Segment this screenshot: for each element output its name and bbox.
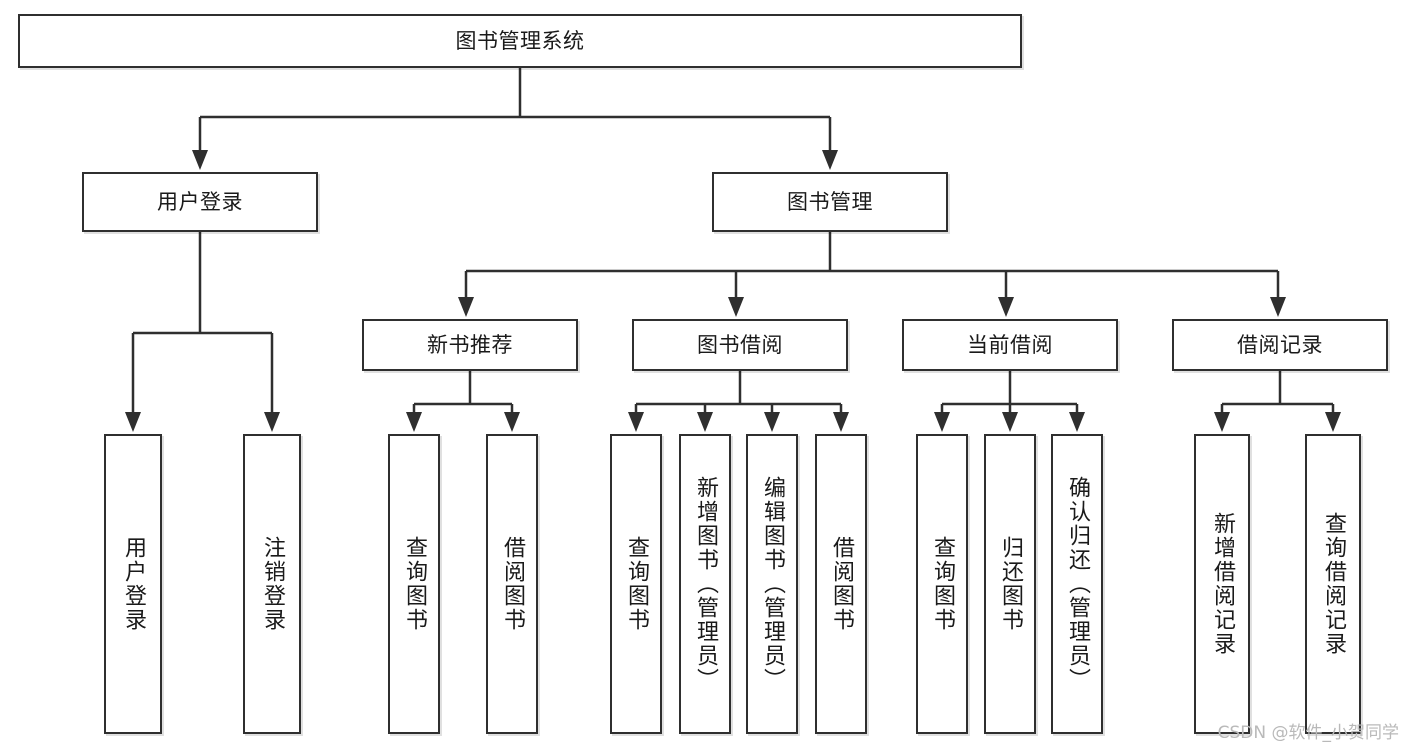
node-label-newbook: 新书推荐 (427, 332, 513, 357)
edge-newbook-arrowhead-1 (504, 412, 520, 432)
node-current[interactable]: 当前借阅 (902, 319, 1118, 371)
node-label-l-confirm: 确认归还（管理员） (1065, 476, 1090, 692)
edge-root-arrowhead-1 (822, 150, 838, 170)
node-label-root: 图书管理系统 (455, 28, 585, 53)
node-borrow[interactable]: 图书借阅 (632, 319, 848, 371)
node-login[interactable]: 用户登录 (82, 172, 318, 232)
node-l-add[interactable]: 新增图书（管理员） (679, 434, 731, 734)
edge-borrow-arrowhead-3 (833, 412, 849, 432)
node-bookmgmt[interactable]: 图书管理 (712, 172, 948, 232)
node-label-borrow: 图书借阅 (697, 332, 783, 357)
edge-borrow-arrowhead-0 (628, 412, 644, 432)
edge-records-arrowhead-1 (1325, 412, 1341, 432)
node-l-queryrec[interactable]: 查询借阅记录 (1305, 434, 1361, 734)
node-label-records: 借阅记录 (1237, 332, 1323, 357)
edge-bookmgmt-arrowhead-1 (728, 297, 744, 317)
edge-login-arrowhead-0 (125, 412, 141, 432)
edge-bookmgmt-arrowhead-3 (1270, 297, 1286, 317)
node-label-bookmgmt: 图书管理 (787, 189, 873, 214)
node-newbook[interactable]: 新书推荐 (362, 319, 578, 371)
node-root[interactable]: 图书管理系统 (18, 14, 1022, 68)
node-l-query3[interactable]: 查询图书 (916, 434, 968, 734)
node-label-l-return: 归还图书 (998, 536, 1023, 632)
node-l-borrow1[interactable]: 借阅图书 (486, 434, 538, 734)
node-label-l-query1: 查询图书 (402, 536, 427, 632)
edge-borrow-arrowhead-2 (764, 412, 780, 432)
edge-current-arrowhead-0 (934, 412, 950, 432)
node-label-l-add: 新增图书（管理员） (693, 476, 718, 692)
node-l-logout[interactable]: 注销登录 (243, 434, 301, 734)
node-l-query2[interactable]: 查询图书 (610, 434, 662, 734)
node-l-confirm[interactable]: 确认归还（管理员） (1051, 434, 1103, 734)
node-label-login: 用户登录 (157, 189, 243, 214)
node-l-login[interactable]: 用户登录 (104, 434, 162, 734)
node-label-l-query2: 查询图书 (624, 536, 649, 632)
edge-bookmgmt-arrowhead-0 (458, 297, 474, 317)
edge-bookmgmt-arrowhead-2 (998, 297, 1014, 317)
node-label-l-query3: 查询图书 (930, 536, 955, 632)
edge-root-arrowhead-0 (192, 150, 208, 170)
node-label-l-queryrec: 查询借阅记录 (1321, 512, 1346, 656)
node-l-addrec[interactable]: 新增借阅记录 (1194, 434, 1250, 734)
node-records[interactable]: 借阅记录 (1172, 319, 1388, 371)
node-l-return[interactable]: 归还图书 (984, 434, 1036, 734)
node-label-l-addrec: 新增借阅记录 (1210, 512, 1235, 656)
node-label-l-edit: 编辑图书（管理员） (760, 476, 785, 692)
node-label-current: 当前借阅 (967, 332, 1053, 357)
node-l-edit[interactable]: 编辑图书（管理员） (746, 434, 798, 734)
edge-login-arrowhead-1 (264, 412, 280, 432)
edge-current-arrowhead-2 (1069, 412, 1085, 432)
node-label-l-login: 用户登录 (121, 536, 146, 632)
edge-newbook-arrowhead-0 (406, 412, 422, 432)
node-label-l-borrow2: 借阅图书 (829, 536, 854, 632)
edge-borrow-arrowhead-1 (697, 412, 713, 432)
edge-current-arrowhead-1 (1002, 412, 1018, 432)
node-l-borrow2[interactable]: 借阅图书 (815, 434, 867, 734)
node-l-query1[interactable]: 查询图书 (388, 434, 440, 734)
watermark-label: CSDN @软件_小贺同学 (1217, 723, 1399, 743)
edge-records-arrowhead-0 (1214, 412, 1230, 432)
node-label-l-borrow1: 借阅图书 (500, 536, 525, 632)
node-label-l-logout: 注销登录 (260, 536, 285, 632)
